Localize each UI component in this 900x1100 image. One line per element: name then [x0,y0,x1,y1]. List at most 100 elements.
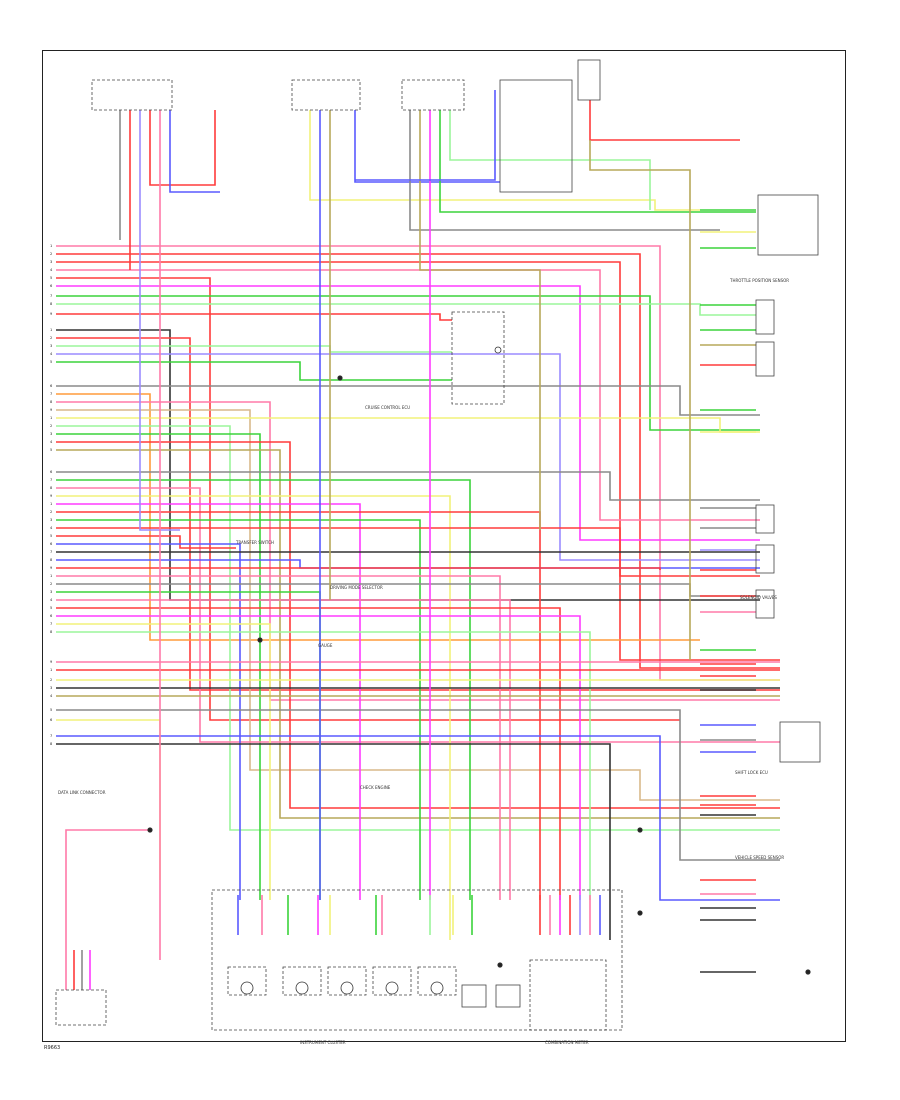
gauge-icon [295,981,309,995]
wire-magenta-3 [56,615,581,900]
label-speed-sensor: VEHICLE SPEED SENSOR [735,855,785,860]
gauge-icon [340,981,354,995]
left-pin-number: 2 [50,510,52,514]
left-pin-number: 1 [50,244,52,248]
wire-red-7 [56,511,541,900]
wire-top-green-1 [439,110,756,213]
wire-blue-2 [56,559,760,569]
connector-box-top-2 [291,79,361,111]
wire-lgreen-4 [56,631,591,900]
left-pin-number: 4 [50,694,53,698]
wire-red-4 [56,313,452,321]
left-pin-number: 7 [50,392,52,396]
label-instrument-cluster: INSTRUMENT CLUSTER [300,1040,346,1045]
left-pin-number: 7 [50,550,52,554]
instrument-cluster-outline [211,889,623,1031]
left-pin-number: 4 [50,526,53,530]
left-pin-number: 7 [50,622,52,626]
junction-dot [147,827,153,833]
left-pin-number: 1 [50,668,52,672]
wire-magenta-2 [56,503,361,900]
left-pin-number: 8 [50,400,53,404]
gauge-icon [430,981,444,995]
label-solenoid: SOLENOID VALVES [740,595,777,600]
wire-top-lavender-1 [139,110,180,531]
wire-magenta-1 [56,285,760,541]
label-check-engine: CHECK ENGINE [360,785,391,790]
left-pin-number: 9 [50,408,53,412]
indicator-box-1 [461,984,487,1008]
left-pin-number: 5 [50,276,52,280]
wire-red-11 [56,607,561,900]
left-pin-number: 7 [50,478,52,482]
wire-gray-1 [56,385,760,416]
gauge-box-3 [327,966,367,996]
left-pin-number: 9 [50,312,53,316]
wire-red-5 [56,337,780,691]
left-pin-number: 3 [50,590,52,594]
cruise-control-module [451,311,505,405]
right-sensor-box-2 [755,299,775,335]
left-pin-number: 1 [50,574,52,578]
wire-tan-1 [56,409,780,801]
left-pin-number: 6 [50,718,53,722]
left-pin-number: 1 [50,328,52,332]
wire-lgreen-3 [56,425,780,831]
wire-harness [56,90,780,990]
left-pin-number: 8 [50,558,53,562]
junction-dot [497,962,503,968]
component-symbols: 1234567891234567891234567891234567891234… [50,59,821,1031]
right-sensor-box-4 [755,504,775,534]
left-pin-number: 8 [50,630,53,634]
left-pin-number: 3 [50,686,52,690]
left-pin-number: 6 [50,384,53,388]
wire-green-5 [56,519,421,900]
wire-lgreen-2 [56,345,452,353]
label-combination-meter: COMBINATION METER [545,1040,589,1045]
data-link-connector-box [55,989,107,1026]
wire-lgreen-1 [56,303,756,316]
wire-top-red-2 [149,110,216,186]
label-transfer-switch: TRANSFER SWITCH [236,540,274,545]
left-pin-number: 2 [50,336,52,340]
wire-green-1 [56,295,760,431]
combination-meter-box [529,959,607,1031]
left-pin-number: 8 [50,742,53,746]
right-sensor-box-1 [757,194,819,256]
wire-top-olive-2 [419,110,541,530]
wire-red-9 [56,535,236,549]
left-pin-number: 3 [50,432,52,436]
fuse-box-top [499,79,573,193]
left-pin-number: 7 [50,734,52,738]
gauge-box-2 [282,966,322,996]
junction-dot [337,375,343,381]
right-sensor-box-6 [755,589,775,619]
wire-gray-3 [56,583,760,597]
wire-olive-1 [56,449,780,819]
left-pin-number: 3 [50,344,52,348]
data-link-wire-run [65,829,150,950]
left-pin-number: 5 [50,448,52,452]
left-pin-number: 7 [50,294,52,298]
left-pin-number: 5 [50,360,52,364]
wire-pink-5 [56,575,501,900]
wire-red-10 [56,567,661,570]
left-pin-number: 3 [50,518,52,522]
wire-top-olive-3 [589,140,691,660]
wire-top-blue-4 [355,90,496,181]
left-pin-number: 2 [50,678,52,682]
left-pin-number: 9 [50,660,53,664]
connector-box-top-3 [401,79,465,111]
label-shift-lock: SHIFT LOCK ECU [735,770,768,775]
left-pin-number: 4 [50,598,53,602]
left-pin-number: 2 [50,252,52,256]
wire-top-gray-2 [409,110,720,231]
left-pin-number: 5 [50,708,52,712]
wire-red-2 [56,261,780,661]
wire-pink-2 [56,269,760,521]
left-pin-number: 6 [50,614,53,618]
wire-top-red-3 [589,100,740,141]
right-sensor-box-5 [755,544,775,574]
wire-pink-4 [56,487,780,743]
